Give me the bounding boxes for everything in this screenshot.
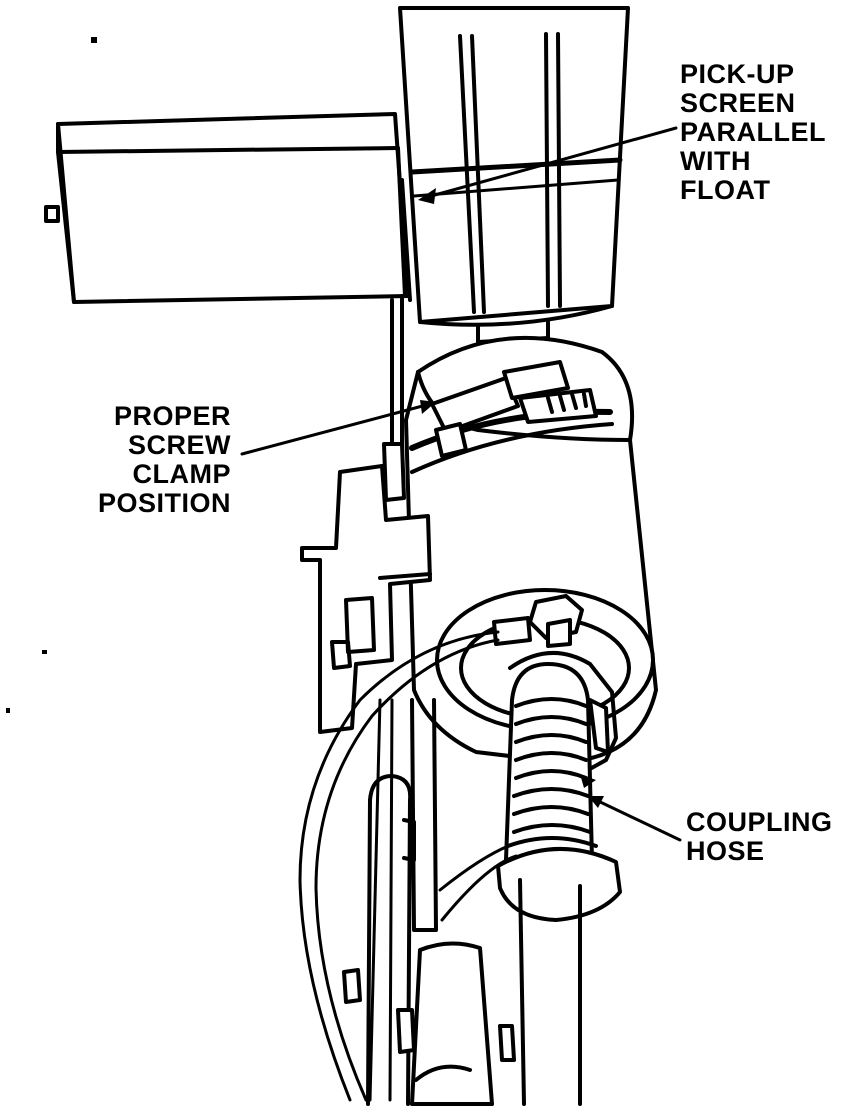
coupling-arrowhead-upper bbox=[580, 774, 596, 788]
clamp-leader-line bbox=[240, 402, 432, 456]
callout-line: SCREEN bbox=[680, 88, 796, 118]
screw-clamp bbox=[409, 360, 614, 474]
callout-line: HOSE bbox=[686, 836, 765, 866]
callout-line: POSITION bbox=[98, 488, 232, 518]
pickup-arrowhead bbox=[418, 188, 436, 204]
callout-line: SCREW bbox=[128, 430, 232, 460]
float bbox=[44, 112, 410, 304]
callout-line: PARALLEL bbox=[680, 117, 826, 147]
fuel-line bbox=[518, 878, 582, 1106]
callout-screw-clamp: PROPER SCREW CLAMP POSITION bbox=[98, 402, 231, 518]
leader-lines bbox=[240, 126, 682, 842]
callout-line: COUPLING bbox=[686, 807, 833, 837]
coupling-leader-line bbox=[594, 798, 682, 842]
wiring bbox=[298, 630, 522, 1102]
coupling-arrowhead bbox=[588, 796, 604, 808]
callout-line: WITH bbox=[680, 146, 751, 176]
outlet-fitting bbox=[492, 594, 618, 772]
lower-tubes bbox=[342, 698, 516, 1106]
pump-body bbox=[404, 335, 658, 764]
pickup-leader-line bbox=[422, 126, 678, 200]
callout-line: FLOAT bbox=[680, 175, 771, 205]
bracket bbox=[300, 442, 432, 734]
callout-line: CLAMP bbox=[132, 459, 232, 489]
clamp-arrowhead bbox=[420, 400, 436, 414]
float-arm bbox=[390, 146, 407, 452]
callout-pickup-screen: PICK-UP SCREEN PARALLEL WITH FLOAT bbox=[680, 60, 826, 205]
callout-line: PICK-UP bbox=[680, 59, 795, 89]
leader-arrowheads bbox=[418, 188, 604, 808]
stray-marks bbox=[6, 37, 97, 713]
pickup-screen bbox=[398, 6, 630, 344]
callout-coupling-hose: COUPLING HOSE bbox=[686, 808, 833, 866]
callout-line: PROPER bbox=[113, 401, 232, 431]
